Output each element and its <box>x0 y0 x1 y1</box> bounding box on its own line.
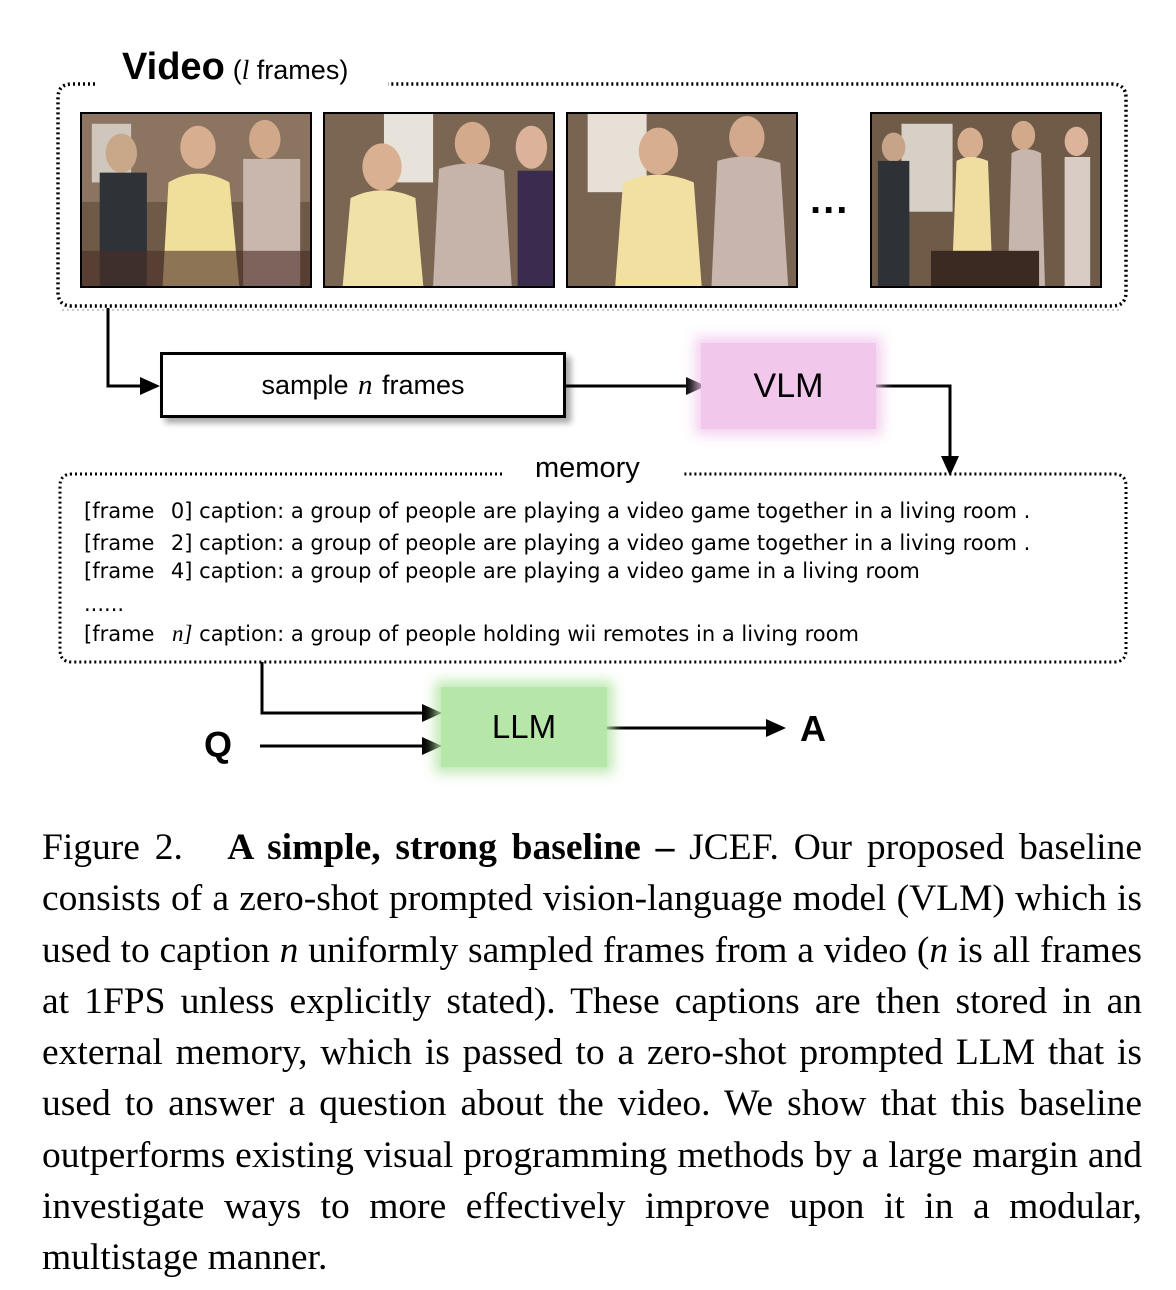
figure-caption: Figure 2. A simple, strong baseline – JC… <box>42 827 1142 1279</box>
diagram-connectors <box>56 82 1128 755</box>
llm-box: LLM <box>441 687 607 767</box>
video-title: Video <box>122 46 225 88</box>
video-frame-4 <box>870 112 1102 288</box>
video-container-border <box>56 82 1128 308</box>
question-label: Q <box>204 724 233 765</box>
answer-label: A <box>800 708 826 749</box>
sample-frames-box: sample n frames <box>160 352 566 418</box>
video-frame-2 <box>323 112 555 288</box>
caption-bold-title: A simple, strong baseline – <box>227 827 675 868</box>
vlm-box: VLM <box>701 343 876 429</box>
figure-label: Figure 2. <box>42 827 183 868</box>
memory-line-ellipsis: ...... <box>84 592 125 616</box>
more-frames-ellipsis: ... <box>810 178 850 222</box>
video-frame-1 <box>80 112 312 288</box>
arrow-vlm-to-memory <box>876 384 952 458</box>
video-frame-3 <box>566 112 798 288</box>
memory-label: memory <box>527 452 648 485</box>
video-subtitle: (l frames) <box>232 55 349 85</box>
arrow-memory-to-llm <box>260 662 424 715</box>
video-header: Video(l frames) <box>122 46 348 89</box>
arrow-video-to-sample <box>106 308 146 388</box>
